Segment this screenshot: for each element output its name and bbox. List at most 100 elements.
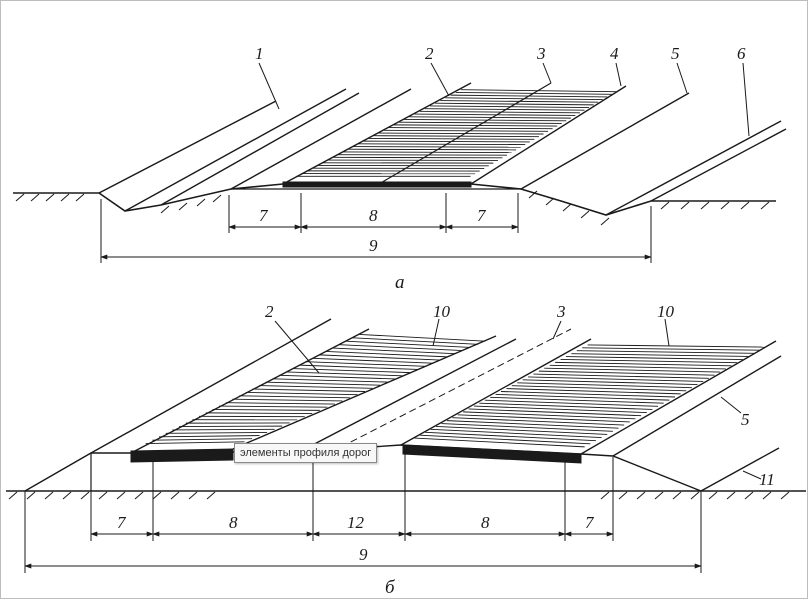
hatch-line <box>383 129 549 132</box>
callout-b-10-left: 10 <box>433 302 451 321</box>
leaders-a <box>258 62 750 137</box>
hatch-line <box>425 431 596 442</box>
leaders-b <box>274 318 762 480</box>
hatch-line <box>479 402 653 410</box>
callout-b-11: 11 <box>759 470 775 489</box>
callout-b-10-right: 10 <box>657 302 675 321</box>
hatch-line <box>409 116 571 119</box>
carriageway-hatch-b <box>145 333 766 448</box>
hatch-line <box>345 340 471 348</box>
dimension-b-total: 9 <box>359 545 368 564</box>
hatch-line <box>378 132 544 135</box>
hatch-line <box>259 385 373 389</box>
figure-a <box>13 62 787 263</box>
hatch-line <box>555 361 732 367</box>
hatch-line <box>145 441 245 445</box>
dimension-a-shoulder-right: 7 <box>477 206 487 225</box>
hatch-line <box>517 382 692 389</box>
hatch-line <box>404 119 567 122</box>
hatch-line <box>576 350 755 354</box>
pavement-b-left <box>130 448 234 463</box>
hatch-line <box>352 337 478 345</box>
hatch-line <box>419 434 591 445</box>
dimension-a-shoulder-left: 7 <box>259 206 269 225</box>
hatch-line <box>430 428 602 438</box>
figure-b <box>6 318 806 573</box>
hatch-line <box>347 148 517 151</box>
hatch-line <box>279 374 396 380</box>
dimension-b-carriageway-right: 8 <box>481 513 490 532</box>
callout-a-2: 2 <box>425 44 434 63</box>
dimension-b-carriageway-left: 8 <box>229 513 238 532</box>
hatch-line <box>219 405 328 408</box>
hatch-line <box>159 435 260 438</box>
hatch-line <box>528 376 704 382</box>
caption-b: б <box>385 577 396 598</box>
carriageway-hatch-a <box>296 89 617 177</box>
hatch-line <box>506 388 681 395</box>
hatch-line <box>468 408 642 417</box>
dimension-lines-b <box>24 447 702 573</box>
hatch-line <box>265 381 381 386</box>
hatch-line <box>414 437 585 448</box>
hatch-line <box>352 146 521 148</box>
hatch-line <box>441 423 613 432</box>
callout-b-2: 2 <box>265 302 274 321</box>
hatch-line <box>500 391 676 398</box>
hatch-line <box>495 393 670 401</box>
hatch-line <box>538 370 715 376</box>
perspective-lines-b <box>90 318 782 492</box>
hatch-line <box>245 391 358 396</box>
hatch-line <box>549 364 726 370</box>
hatch-line <box>363 140 530 143</box>
dimension-b-shoulder-left: 7 <box>117 513 127 532</box>
hatch-line <box>414 113 576 116</box>
hatch-line <box>522 379 698 385</box>
hatch-line <box>587 344 766 348</box>
hatch-line <box>299 364 418 370</box>
hatch-line <box>452 417 625 426</box>
centre-line-a <box>378 82 552 185</box>
dimension-b-median: 12 <box>347 513 365 532</box>
hatch-line <box>436 425 608 435</box>
hatch-line <box>544 367 721 373</box>
hatch-line <box>152 438 253 441</box>
hatch-line <box>560 359 738 364</box>
hatch-line <box>325 351 448 358</box>
hatch-line <box>239 395 350 399</box>
central-strip-line-b <box>340 328 572 448</box>
hatch-line <box>490 396 664 404</box>
pavement-b-right <box>402 444 582 464</box>
hatch-line <box>463 411 636 420</box>
pavement-a <box>282 181 472 188</box>
callout-b-5: 5 <box>741 410 750 429</box>
hatch-line <box>172 428 275 431</box>
hatch-line <box>357 143 526 146</box>
ground-hatch-b <box>8 491 790 500</box>
hatch-line <box>337 154 508 156</box>
hatch-line <box>565 356 743 361</box>
hatch-line <box>285 371 403 377</box>
hatch-line <box>457 414 630 423</box>
hatch-line <box>582 347 760 351</box>
hatch-line <box>533 373 709 379</box>
dimension-lines-a <box>100 193 652 263</box>
hatch-line <box>252 388 366 392</box>
hatch-line <box>359 333 486 342</box>
hatch-line <box>571 353 749 357</box>
hatch-line <box>332 347 456 355</box>
ground-hatch-a <box>15 190 770 226</box>
hatch-line <box>473 405 647 414</box>
hatch-line <box>424 108 585 111</box>
hatch-line <box>511 385 687 392</box>
hatch-line <box>312 357 433 364</box>
hatch-line <box>212 409 320 411</box>
hatch-line <box>388 127 553 130</box>
hatch-line <box>373 135 539 138</box>
hatch-line <box>484 399 659 407</box>
callout-b-3: 3 <box>556 302 566 321</box>
dimension-a-total: 9 <box>369 236 378 255</box>
hatch-line <box>399 121 562 124</box>
